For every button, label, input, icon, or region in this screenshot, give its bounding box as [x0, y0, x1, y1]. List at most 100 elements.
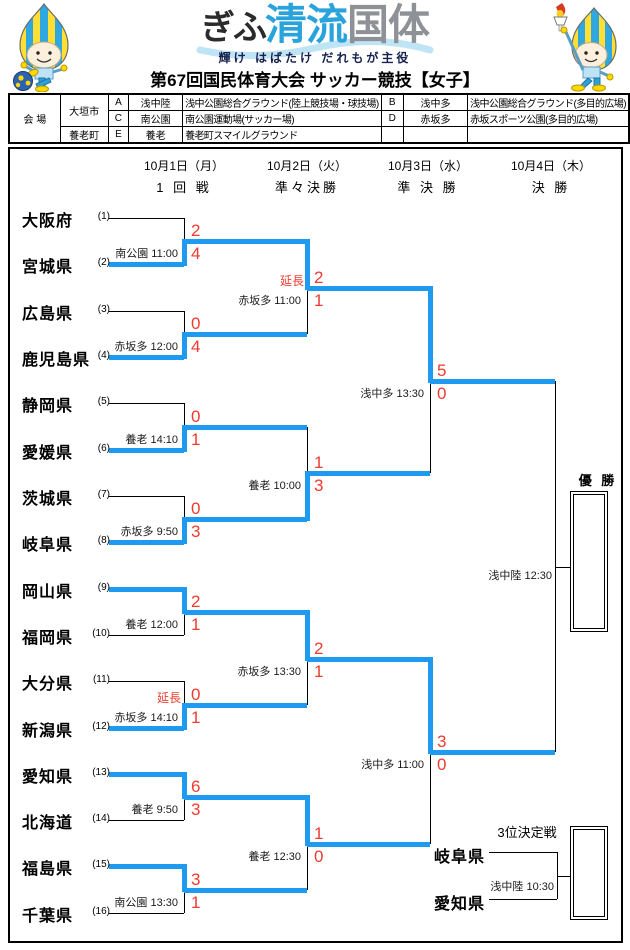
round-name: 決 勝 [531, 180, 571, 195]
score-top: 2 [191, 221, 201, 240]
winner-line [307, 286, 430, 291]
score-bottom: 3 [191, 800, 201, 819]
seed-label: (1) [97, 211, 110, 222]
score-top: 5 [437, 361, 447, 380]
winner-line [305, 610, 310, 661]
logo-tagline: 輝け はばたけ だれもが主役 [218, 51, 412, 65]
seed-label: (10) [92, 628, 110, 639]
bracket-line [109, 311, 184, 312]
round-date: 10月3日（水） [387, 159, 469, 173]
round-name: 1 回 戦 [156, 180, 212, 195]
winner-line [109, 864, 184, 869]
winner-line [430, 750, 555, 755]
bracket-line [307, 659, 308, 705]
winner-line [182, 864, 187, 892]
team-label: 大分県 [22, 676, 74, 693]
seed-label: (12) [92, 721, 110, 732]
winner-line [184, 425, 307, 430]
champion-box [570, 491, 608, 632]
score-bottom: 4 [191, 337, 201, 356]
venue-desc: 南公園運動場(サッカー場) [182, 110, 382, 127]
score-top: 0 [191, 314, 201, 333]
round-header-3: 10月3日（水） 準 決 勝 [363, 157, 493, 196]
team-label: 茨城県 [22, 491, 74, 508]
winner-line [109, 540, 184, 545]
winner-line [182, 425, 187, 452]
team-label: 岐阜県 [22, 537, 74, 554]
event-logo: ぎふ清流国体 [0, 1, 630, 60]
venue-desc [467, 126, 630, 144]
winner-line [184, 239, 307, 244]
winner-line [184, 517, 307, 522]
winner-line [109, 726, 184, 731]
seed-label: (5) [97, 396, 110, 407]
bracket-line [555, 381, 556, 752]
score-top: 2 [314, 268, 324, 287]
bracket-line [184, 890, 185, 913]
venue-short [402, 126, 469, 144]
seed-label: (16) [92, 906, 110, 917]
venue-table: 会 場 大垣市 A 浅中陸 浅中公園総合グラウンド(陸上競技場・球技場) B 浅… [8, 93, 630, 144]
bracket-line [557, 876, 570, 877]
venue-time: 赤坂多 11:00 [238, 295, 301, 307]
bracket-line [109, 820, 184, 821]
extra-time-note: 延長 [279, 274, 304, 288]
score-top: 2 [191, 592, 201, 611]
team-label: 愛知県 [22, 769, 74, 786]
tournament-bracket: 10月1日（月） 1 回 戦 10月2日（火） 準々決勝 10月3日（水） 準 … [8, 147, 623, 943]
bracket-line [109, 913, 184, 914]
round-name: 準々決勝 [274, 180, 339, 195]
bracket-line [184, 681, 185, 705]
venue-code [380, 126, 404, 144]
third-place-team-top: 岐阜県 [433, 849, 485, 866]
bracket-line [109, 635, 184, 636]
seed-label: (14) [92, 813, 110, 824]
round-header-1: 10月1日（月） 1 回 戦 [119, 157, 249, 196]
bracket-line [489, 852, 557, 853]
winner-line [307, 471, 430, 476]
seed-label: (3) [97, 304, 110, 315]
score-bottom: 1 [191, 430, 201, 449]
wave-swoosh-icon [196, 37, 434, 60]
venue-short: 南公園 [128, 110, 184, 127]
score-top: 0 [191, 407, 201, 426]
score-bottom: 1 [314, 662, 324, 681]
round-header-2: 10月2日（火） 準々決勝 [242, 157, 372, 196]
winner-line [182, 332, 187, 359]
seed-label: (2) [97, 257, 110, 268]
winner-line [109, 355, 184, 360]
venue-city: 養老町 [59, 126, 109, 144]
winner-line [184, 795, 307, 800]
venue-time: 南公園 13:30 [114, 897, 178, 909]
winner-line [182, 703, 187, 730]
winner-line [109, 772, 184, 777]
bracket-line [184, 403, 185, 427]
winner-line [305, 795, 310, 846]
venue-desc: 浅中公園総合グラウンド(多目的広場) [467, 93, 630, 111]
score-bottom: 1 [191, 615, 201, 634]
bracket-line [184, 797, 185, 820]
venue-time: 赤坂多 9:50 [120, 526, 178, 538]
score-top: 0 [191, 685, 201, 704]
winner-line [428, 657, 433, 754]
score-bottom: 1 [191, 893, 201, 912]
winner-line [184, 332, 307, 337]
venue-time: 養老 10:00 [248, 480, 301, 492]
winner-line [305, 239, 310, 290]
venue-short: 浅中多 [402, 93, 469, 111]
seed-label: (11) [92, 674, 110, 685]
bracket-line [109, 496, 184, 497]
bracket-line [307, 844, 308, 890]
bracket-line [184, 311, 185, 334]
logo-seiryu: 清流 [264, 1, 348, 48]
score-top: 0 [191, 499, 201, 518]
winner-line [109, 448, 184, 453]
bracket-line [307, 288, 308, 334]
bracket-line [184, 218, 185, 241]
venue-time: 浅中多 11:00 [361, 759, 424, 771]
venue-time: 赤坂多 13:30 [237, 666, 301, 678]
extra-time-note: 延長 [156, 691, 181, 705]
bracket-line [307, 427, 308, 473]
round-header-4: 10月4日（木） 決 勝 [486, 157, 616, 196]
third-place-title: 3位決定戦 [497, 825, 557, 840]
